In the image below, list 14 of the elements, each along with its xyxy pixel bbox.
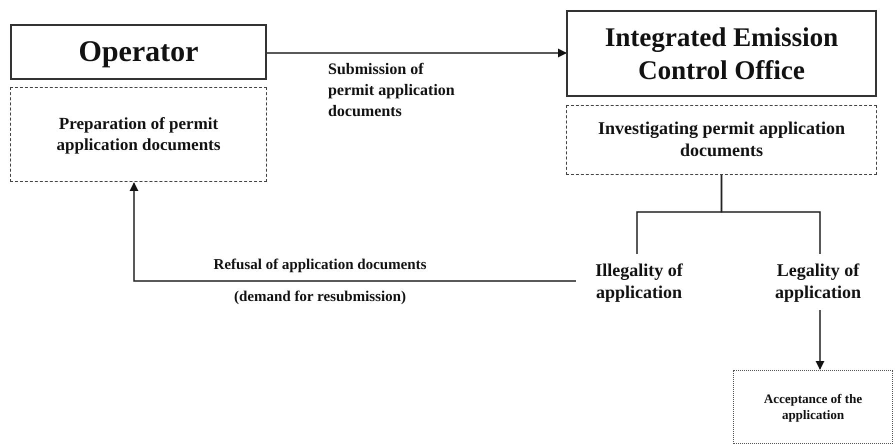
edge-label: Submission of permit application documents bbox=[328, 60, 456, 122]
entity-box: Integrated Emission Control Office bbox=[566, 10, 877, 97]
outcome-text: Illegality of application bbox=[576, 254, 702, 310]
arrow bbox=[267, 48, 567, 58]
note-text: (demand for resubmission) bbox=[233, 288, 407, 307]
edge-label: Refusal of application documents bbox=[212, 256, 428, 275]
process-box: Preparation of permit application documents bbox=[10, 87, 267, 182]
process-box: Investigating permit application documents bbox=[566, 105, 877, 175]
connector-line bbox=[720, 175, 821, 254]
outcome-text: Legality of application bbox=[755, 254, 881, 310]
process-box: Acceptance of the application bbox=[733, 370, 893, 444]
entity-box: Operator bbox=[10, 24, 267, 80]
arrow bbox=[816, 310, 824, 370]
arrow bbox=[130, 182, 576, 282]
